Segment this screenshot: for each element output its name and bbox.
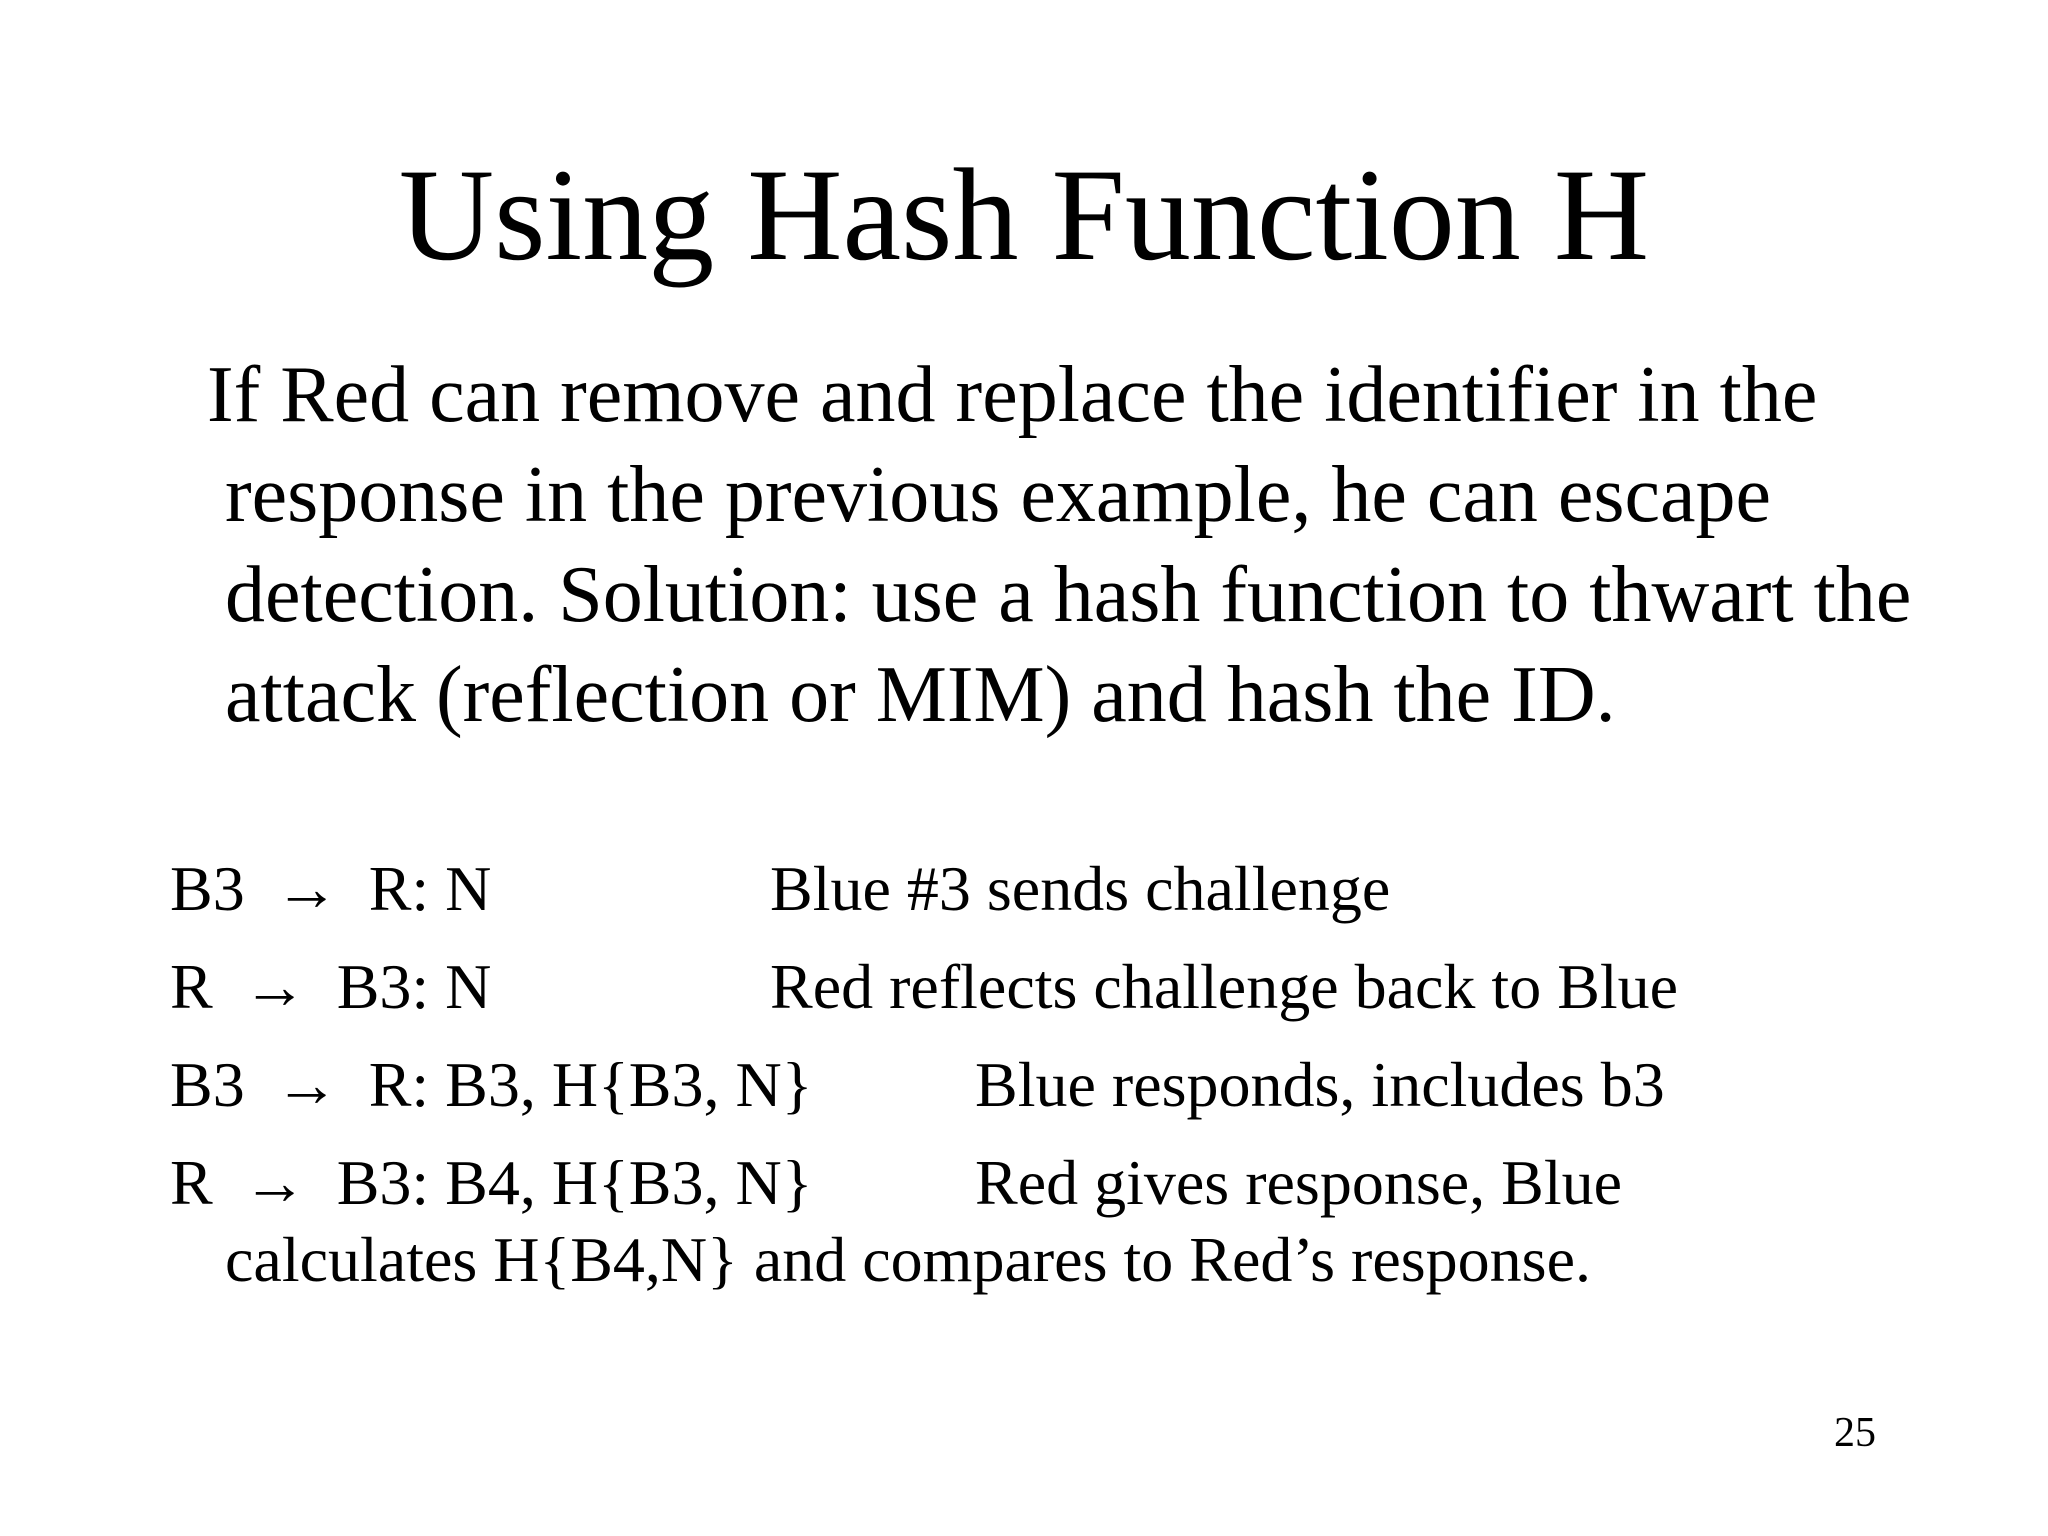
protocol-payload: R: N [368,853,492,924]
paragraph-line: attack (reflection or MIM) and hash the … [225,651,1616,739]
protocol-sender: B3 [170,1049,245,1120]
protocol-line: B3 → R: N Blue #3 sends challenge [170,850,1930,927]
protocol-payload: B3: N [336,951,492,1022]
paragraph-line: response in the previous example, he can… [225,451,1772,539]
protocol-description: Blue #3 sends challenge [770,853,1391,924]
protocol-message: R → B3: B4, H{B3, N} [170,1144,975,1221]
protocol-list: B3 → R: N Blue #3 sends challenge R → B3: N … [170,850,1930,1319]
paragraph-line: detection. Solution: use a hash function… [225,551,1912,639]
arrow-right-icon: → [274,1049,339,1120]
protocol-description: Red gives response, Blue [975,1147,1622,1218]
paragraph-line: If Red can remove and replace the identi… [207,351,1818,439]
protocol-line: R → B3: B4, H{B3, N} Red gives response, B… [170,1144,1930,1298]
protocol-sender: R [170,951,213,1022]
protocol-payload: B3: B4, H{B3, N} [336,1147,813,1218]
arrow-right-icon: → [242,951,307,1022]
protocol-message: R → B3: N [170,948,770,1025]
protocol-message: B3 → R: B3, H{B3, N} [170,1046,975,1123]
arrow-right-icon: → [242,1147,307,1218]
slide-title: Using Hash Function H [398,141,1650,288]
protocol-description: Blue responds, includes b3 [975,1049,1665,1120]
page-number: 25 [1834,1410,1876,1456]
protocol-description: Red reflects challenge back to Blue [770,951,1679,1022]
protocol-sender: R [170,1147,213,1218]
protocol-line: B3 → R: B3, H{B3, N} Blue responds, includ… [170,1046,1930,1123]
protocol-sender: B3 [170,853,245,924]
arrow-right-icon: → [274,853,339,924]
protocol-payload: R: B3, H{B3, N} [368,1049,813,1120]
protocol-line: R → B3: N Red reflects challenge back to B… [170,948,1930,1025]
protocol-description-continuation: calculates H{B4,N} and compares to Red’s… [225,1224,1591,1295]
body-paragraph: If Red can remove and replace the identi… [207,345,1967,745]
protocol-message: B3 → R: N [170,850,770,927]
